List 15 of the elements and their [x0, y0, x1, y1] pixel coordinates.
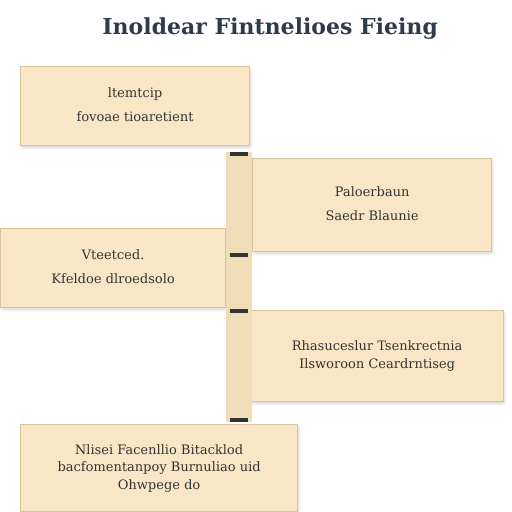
step-heading: Vteetced.	[82, 247, 144, 265]
step-box	[250, 310, 504, 402]
step-text: Rhasuceslur Tsenkrectnia Ilsworoon Ceardrntiseg	[290, 338, 464, 374]
timeline-spine	[226, 152, 252, 422]
step-text: fovoae tioaretient	[76, 109, 194, 127]
step-heading: ltemtcip	[108, 85, 162, 103]
step-box	[252, 158, 492, 252]
step-box	[20, 424, 298, 512]
diagram-title: Inoldear Fintnelioes Fieing	[101, 14, 439, 40]
step-box	[0, 228, 226, 308]
step-text: Kfeldoe dlroedsolo	[51, 271, 175, 289]
step-box	[20, 66, 250, 146]
step-text: Nlisei Facenllio Bitacklod bacfomentanpoy Burnuliao uid Ohwpege do	[56, 442, 262, 494]
step-heading: Paloerbaun	[334, 184, 410, 202]
step-text: Saedr Blaunie	[325, 208, 419, 226]
